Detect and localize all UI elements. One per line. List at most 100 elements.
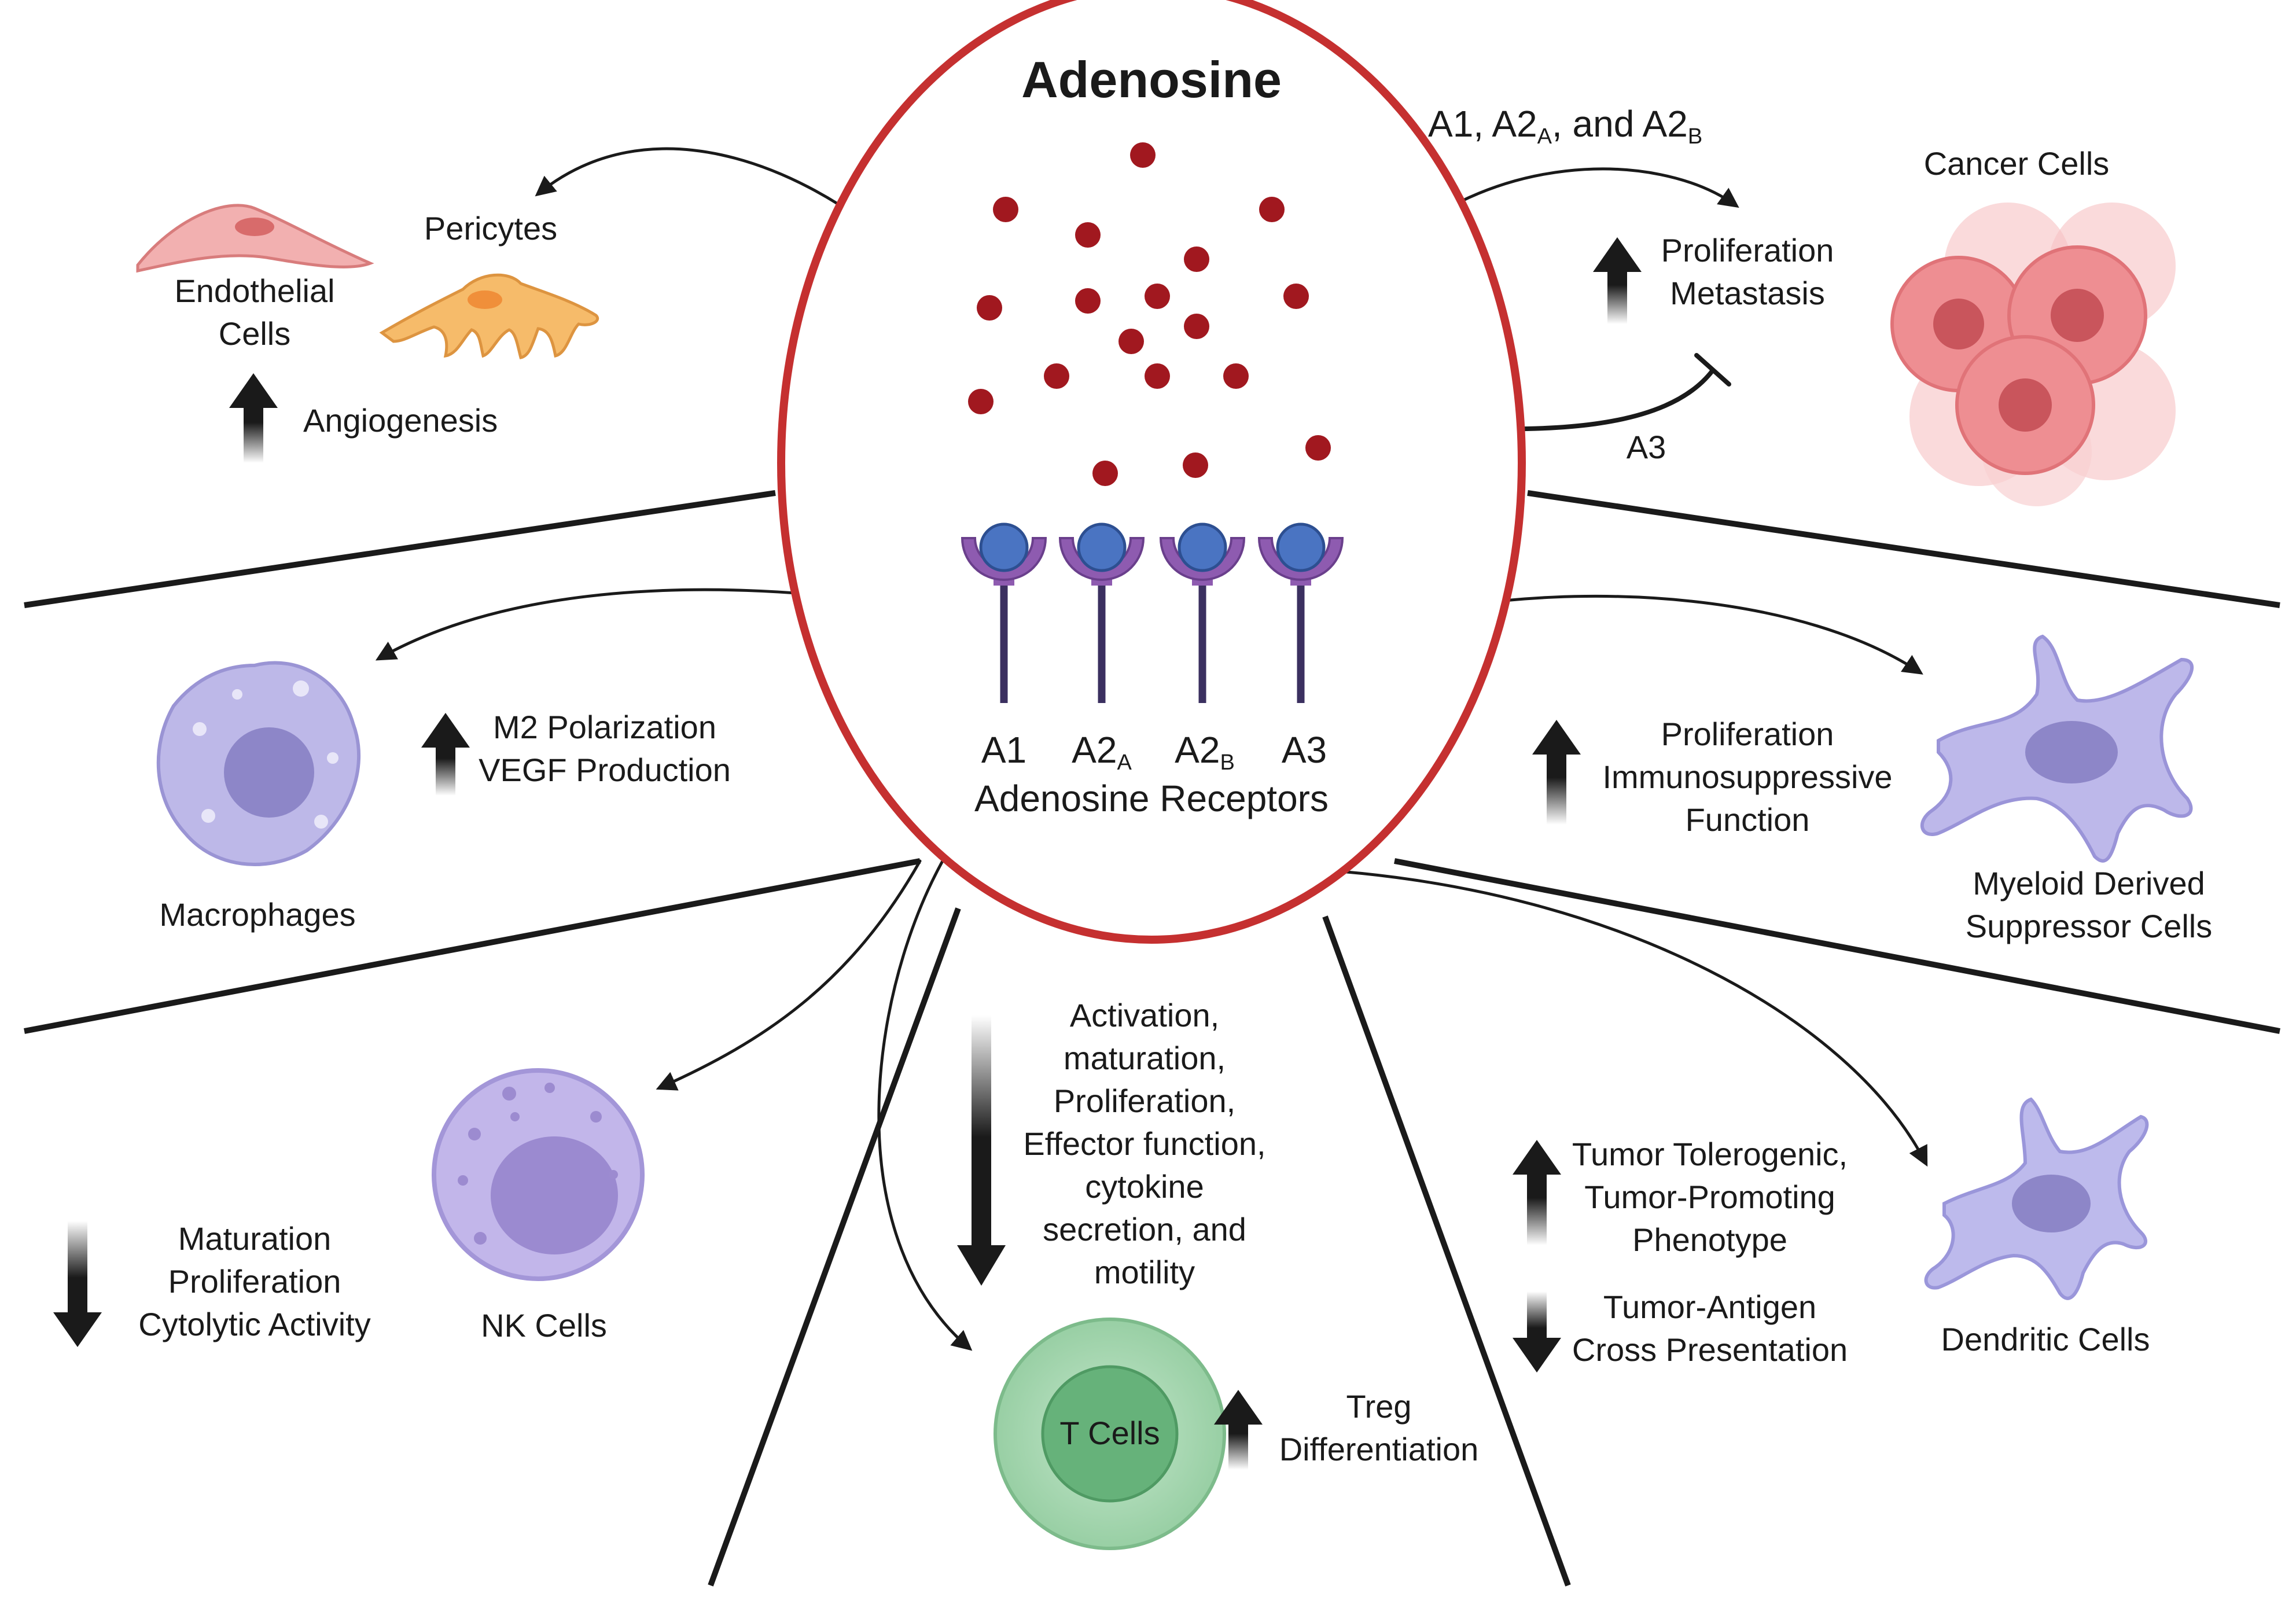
endothelial-label-2: Cells (219, 315, 290, 352)
tcell-down-1: Activation, (1070, 997, 1219, 1033)
macrophage-nucleus (224, 727, 314, 818)
divider-right-mid (1394, 858, 2280, 1034)
tcell-down-4: Effector function, (1023, 1125, 1265, 1162)
nk-sector: NK Cells Maturation Proliferation Cytoly… (53, 1068, 645, 1347)
pericyte-nucleus (468, 290, 502, 309)
arrow-to-dendritic (1323, 869, 1928, 1167)
endothelial-nucleus (235, 218, 274, 236)
dendritic-down-2: Cross Presentation (1572, 1331, 1848, 1368)
dendritic-up-1: Tumor Tolerogenic, (1572, 1136, 1848, 1172)
adenosine-molecule (1044, 363, 1069, 389)
adenosine-molecule (968, 389, 994, 414)
dendritic-up-2: Tumor-Promoting (1584, 1179, 1835, 1215)
macrophage-effect-1: M2 Polarization (493, 709, 716, 745)
mdsc-effect-2: Immunosuppressive (1602, 759, 1892, 795)
mdsc-effect-1: Proliferation (1661, 716, 1834, 752)
nk-effect-2: Proliferation (168, 1263, 341, 1300)
receptor-label-a2a: A2A (1072, 729, 1132, 775)
tcell-nucleus (1041, 1365, 1179, 1503)
adenosine-molecule (1118, 329, 1144, 354)
receptor-icon (961, 522, 1047, 703)
tcell-down-3: Proliferation, (1054, 1083, 1235, 1119)
tcell-down-5: cytokine (1085, 1168, 1204, 1205)
dendritic-up-arrow (1513, 1140, 1561, 1245)
dendritic-down-arrow (1513, 1291, 1561, 1372)
divider-right-top (1527, 490, 2280, 608)
mdsc-label-1: Myeloid Derived (1973, 865, 2205, 901)
tcell-down-6: secretion, and (1043, 1211, 1246, 1248)
macrophage-sector: Macrophages M2 Polarization VEGF Product… (156, 661, 731, 933)
adenosine-molecule (1145, 363, 1170, 389)
dendritic-label: Dendritic Cells (1941, 1321, 2150, 1357)
macrophages-label: Macrophages (159, 896, 355, 933)
adenosine-molecule (1130, 142, 1156, 168)
inhibit-bar (1694, 353, 1731, 387)
nk-label: NK Cells (481, 1307, 607, 1344)
nk-granules (458, 1083, 618, 1245)
proliferation-up-arrow (1593, 237, 1642, 324)
macrophage-effect-2: VEGF Production (479, 752, 731, 788)
receptor-icon (1159, 522, 1246, 703)
macrophage-vesicles (193, 680, 338, 829)
divider-left-mid (24, 858, 921, 1034)
adenosine-molecule (1075, 288, 1101, 314)
adenosine-molecule (1223, 363, 1249, 389)
tcell-down-2: maturation, (1064, 1040, 1226, 1076)
adenosine-molecule (1184, 314, 1209, 339)
tcell-down-arrow (957, 1015, 1006, 1286)
receptor-icon (1058, 522, 1145, 703)
receptor-label-a2b: A2B (1175, 729, 1235, 775)
endothelial-label-1: Endothelial (174, 273, 334, 309)
treg-up-arrow (1214, 1390, 1263, 1470)
mdsc-nucleus (2025, 721, 2118, 783)
cancer-effect-2: Metastasis (1670, 275, 1825, 311)
adenosine-molecule (1092, 461, 1118, 486)
tcell-up-1: Treg (1346, 1388, 1411, 1425)
dendritic-nucleus (2012, 1175, 2091, 1232)
mdsc-label-2: Suppressor Cells (1966, 908, 2212, 944)
divider-bottom-left (708, 907, 961, 1587)
nk-effect-1: Maturation (178, 1220, 332, 1257)
adenosine-molecule (993, 197, 1018, 222)
adenosine-molecule (1183, 452, 1208, 478)
mdsc-up-arrow (1532, 720, 1581, 825)
adenosine-molecule (1283, 284, 1309, 309)
nk-effect-3: Cytolytic Activity (138, 1306, 370, 1342)
pericytes-label: Pericytes (424, 210, 557, 246)
adenosine-title: Adenosine (1021, 51, 1282, 108)
adenosine-molecule (1259, 197, 1285, 222)
divider-bottom-right (1322, 915, 1571, 1587)
arrow-to-tcells (877, 826, 973, 1351)
receptors-caption: Adenosine Receptors (974, 778, 1329, 819)
adenosine-receptors (961, 522, 1344, 703)
adenosine-molecule (977, 295, 1002, 321)
arrow-to-nk (656, 859, 922, 1091)
sector-dividers (24, 490, 2280, 1587)
tcell-up-2: Differentiation (1279, 1431, 1479, 1467)
cancer-cell-cluster-icon (1890, 203, 2176, 506)
nk-nucleus (491, 1136, 618, 1254)
angiogenesis-label: Angiogenesis (303, 402, 498, 439)
adenosine-oval-group: Adenosine A1 A2A A2B A3 Adenosine Recept… (777, 0, 1526, 944)
adenosine-oval (777, 0, 1526, 944)
receptor-icon (1257, 522, 1344, 703)
divider-left-top (24, 490, 776, 608)
cancer-receptors-label: A1, A2A, and A2B (1428, 103, 1702, 149)
m2-up-arrow (421, 713, 470, 796)
receptor-label-a3: A3 (1282, 729, 1327, 771)
nk-down-arrow (53, 1221, 102, 1347)
mdsc-sector: Myeloid Derived Suppressor Cells Prolife… (1532, 634, 2212, 944)
dendritic-down-1: Tumor-Antigen (1603, 1289, 1816, 1325)
endothelial-cell-icon (136, 204, 374, 273)
tcell-down-7: motility (1094, 1254, 1195, 1290)
adenosine-molecule (1145, 284, 1170, 309)
cancer-effect-1: Proliferation (1661, 232, 1834, 268)
adenosine-molecule (1305, 435, 1331, 461)
tcell-sector: Activation, maturation, Proliferation, E… (957, 997, 1479, 1550)
dendritic-sector: Dendritic Cells Tumor Tolerogenic, Tumor… (1513, 1097, 2150, 1372)
tcell-label: T Cells (1059, 1415, 1160, 1451)
adenosine-molecule (1075, 222, 1101, 248)
adenosine-molecules (968, 142, 1331, 486)
mdsc-effect-3: Function (1686, 801, 1810, 838)
